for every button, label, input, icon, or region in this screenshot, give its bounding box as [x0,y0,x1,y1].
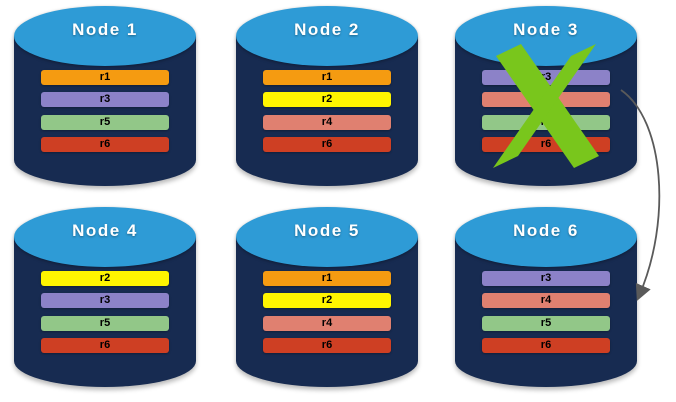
cylinder-top-ellipse [236,207,418,267]
cylinder-top-ellipse [14,6,196,66]
replica-bar-list: r2 r3 r5 r6 [14,207,196,387]
replica-bar-r3[interactable]: r3 [41,92,169,107]
replica-bar-r5[interactable]: r5 [482,115,610,130]
replica-bar-r3[interactable]: r3 [482,271,610,286]
cylinder-top-ellipse [455,207,637,267]
replica-bar-r3[interactable]: r3 [41,293,169,308]
replica-bar-r2[interactable]: r2 [263,293,391,308]
replica-bar-r6[interactable]: r6 [263,137,391,152]
replica-bar-r1[interactable]: r1 [41,70,169,85]
replica-bar-r6[interactable]: r6 [41,338,169,353]
replica-bar-list: r3 r4 r5 r6 [455,6,637,186]
cylinder-top-ellipse [14,207,196,267]
replica-bar-r6[interactable]: r6 [41,137,169,152]
replica-bar-list: r1 r3 r5 r6 [14,6,196,186]
replica-bar-r6[interactable]: r6 [482,137,610,152]
replica-bar-r5[interactable]: r5 [482,316,610,331]
replica-bar-r4[interactable]: r4 [263,316,391,331]
replica-bar-r3[interactable]: r3 [482,70,610,85]
replica-bar-r2[interactable]: r2 [263,92,391,107]
replica-bar-r1[interactable]: r1 [263,70,391,85]
replica-bar-r1[interactable]: r1 [263,271,391,286]
replica-bar-r6[interactable]: r6 [263,338,391,353]
replica-bar-r4[interactable]: r4 [263,115,391,130]
replica-bar-list: r3 r4 r5 r6 [455,207,637,387]
replica-bar-list: r1 r2 r4 r6 [236,6,418,186]
replica-bar-r5[interactable]: r5 [41,316,169,331]
replica-bar-list: r1 r2 r4 r6 [236,207,418,387]
cylinder-top-ellipse [236,6,418,66]
replica-bar-r4[interactable]: r4 [482,293,610,308]
replica-bar-r6[interactable]: r6 [482,338,610,353]
replica-bar-r4[interactable]: r4 [482,92,610,107]
replica-bar-r5[interactable]: r5 [41,115,169,130]
replica-bar-r2[interactable]: r2 [41,271,169,286]
